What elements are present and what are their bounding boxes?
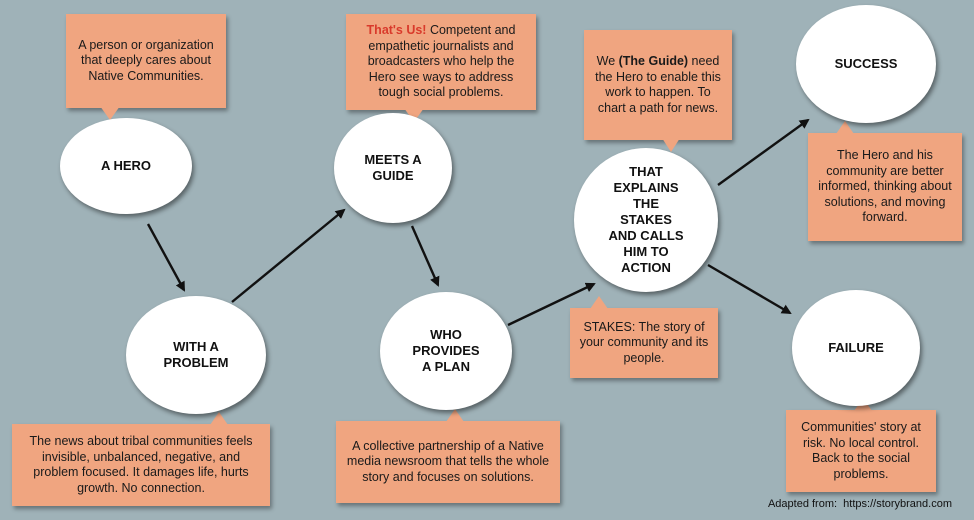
footer-url[interactable]: https://storybrand.com — [843, 498, 952, 510]
note-success-text: The Hero and his community are better in… — [818, 148, 952, 225]
node-plan: WHO PROVIDES A PLAN — [380, 292, 512, 410]
note-failure: Communities' story at risk. No local con… — [786, 410, 936, 492]
note-stakes-bottom-tail — [590, 296, 608, 309]
note-success: The Hero and his community are better in… — [808, 133, 962, 241]
node-success: SUCCESS — [796, 5, 936, 123]
arrow-hero-to-problem — [146, 223, 186, 292]
note-stakes-top-tail — [662, 138, 680, 152]
node-stakes: THAT EXPLAINS THE STAKES AND CALLS HIM T… — [574, 148, 718, 292]
arrow-stakes-to-success — [717, 118, 810, 186]
node-hero: A HERO — [60, 118, 192, 214]
node-guide: MEETS A GUIDE — [334, 113, 452, 223]
footer-attribution: Adapted from: https://storybrand.com — [768, 498, 952, 510]
guide-highlight: That's Us! — [366, 23, 427, 38]
note-guide-text: Competent and empathetic journalists and… — [367, 23, 516, 100]
arrow-guide-to-plan — [410, 225, 440, 287]
note-problem-text: The news about tribal communities feels … — [29, 434, 253, 495]
note-plan: A collective partnership of a Native med… — [336, 421, 560, 503]
note-plan-tail — [446, 409, 464, 422]
stakes-top-post: need the Hero to enable this work to hap… — [595, 54, 721, 115]
note-stakes-bottom-text: STAKES: The story of your community and … — [579, 319, 709, 365]
note-stakes-bottom: STAKES: The story of your community and … — [570, 308, 718, 378]
note-hero-tail — [100, 106, 120, 120]
note-stakes-top: We (The Guide) need the Hero to enable t… — [584, 30, 732, 140]
arrow-problem-to-guide — [231, 208, 346, 303]
note-plan-text: A collective partnership of a Native med… — [346, 438, 550, 484]
note-hero: A person or organization that deeply car… — [66, 14, 226, 108]
arrow-stakes-to-failure — [707, 263, 792, 315]
stakes-top-bold: (The Guide) — [618, 54, 689, 68]
arrow-plan-to-stakes — [507, 282, 596, 327]
node-failure: FAILURE — [792, 290, 920, 406]
note-success-tail — [836, 121, 854, 134]
note-failure-text: Communities' story at risk. No local con… — [801, 420, 921, 481]
node-problem: WITH A PROBLEM — [126, 296, 266, 414]
note-problem: The news about tribal communities feels … — [12, 424, 270, 506]
note-guide: That's Us! Competent and empathetic jour… — [346, 14, 536, 110]
stakes-top-pre: We — [596, 54, 619, 68]
note-problem-tail — [210, 412, 228, 425]
footer-label: Adapted from: — [767, 498, 838, 510]
note-hero-text: A person or organization that deeply car… — [78, 37, 214, 83]
